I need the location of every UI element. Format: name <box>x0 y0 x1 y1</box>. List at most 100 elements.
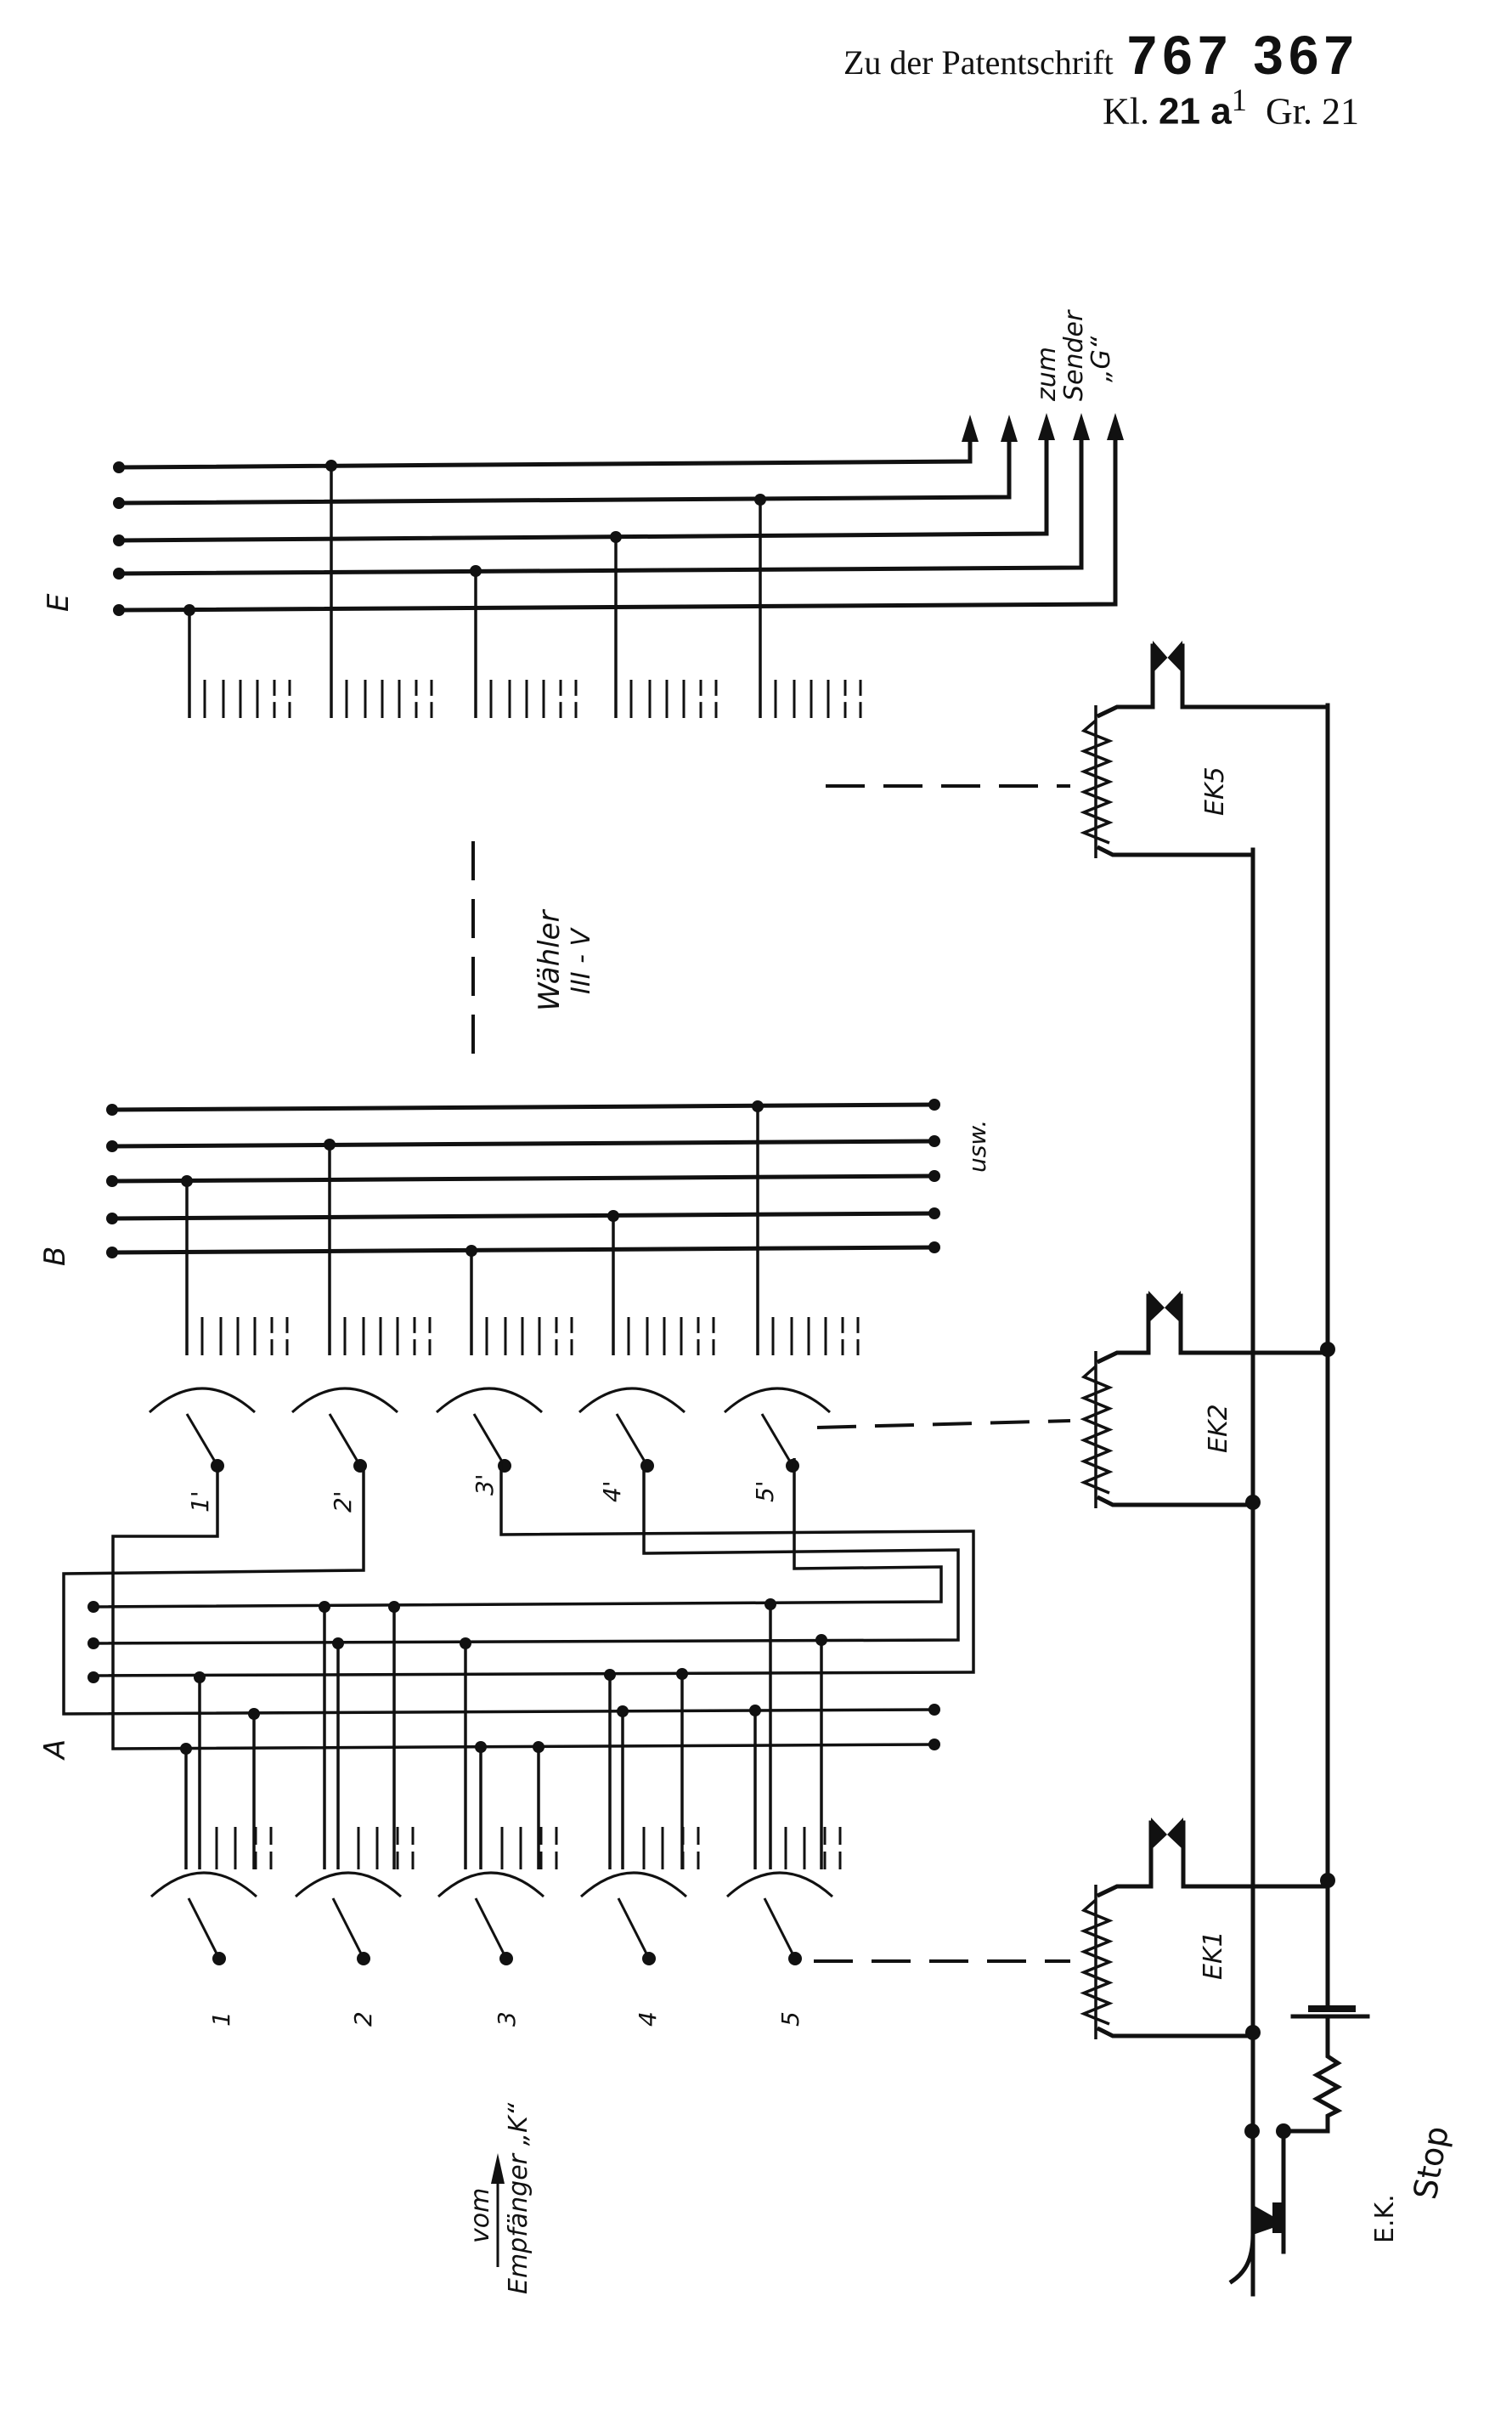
input-label-line1: vom <box>465 2188 495 2243</box>
junction-dot <box>1244 2123 1260 2139</box>
wire-4p-loop <box>91 1462 960 1645</box>
junction-dot <box>181 1175 193 1187</box>
arrow-up-icon <box>962 415 979 442</box>
output-label-line1: zum <box>1032 347 1062 402</box>
pivot-dot <box>212 1952 226 1965</box>
output-label-line2: Sender <box>1059 309 1089 401</box>
contact-bank-e <box>203 680 862 718</box>
selector-arm <box>760 1413 794 1467</box>
switch-label-3: 3 <box>493 2011 521 2027</box>
group-label: Gr. 21 <box>1266 90 1359 133</box>
junction-dot <box>607 1210 619 1222</box>
switch-label-4: 4 <box>634 2011 662 2027</box>
selector-gap: Wähler III - V <box>471 841 596 1071</box>
arrow-up-icon <box>1073 413 1090 440</box>
relay-wire <box>1180 643 1330 710</box>
junction-dot <box>754 494 766 506</box>
relay-coil-icon <box>1080 1365 1114 1495</box>
bus-e-line-3 <box>116 422 1049 543</box>
bus-b-line-2 <box>110 1139 937 1149</box>
terminal-dot <box>106 1175 118 1187</box>
bus-group-b: B usw. <box>38 1099 991 1355</box>
selector-arc <box>725 1871 834 1898</box>
selector-arm <box>615 1413 649 1467</box>
terminal-dot <box>106 1140 118 1152</box>
terminal-dot <box>928 1704 940 1716</box>
selector-arc <box>148 1387 257 1414</box>
relay-wire <box>1096 1495 1255 1507</box>
relay-wire <box>1096 2026 1255 2038</box>
contact-bank-a <box>215 1827 842 1869</box>
stop-label-line1: E.K. <box>1370 2194 1400 2243</box>
terminal-dot <box>106 1213 118 1224</box>
relay-wire <box>1096 1820 1154 1898</box>
bus-e-line-1 <box>116 422 973 470</box>
group-label-a: A <box>38 1739 72 1761</box>
junction-dot <box>1320 1342 1335 1357</box>
bus-b-line-5 <box>110 1245 937 1255</box>
selector-arm <box>617 1897 651 1959</box>
selector-arc <box>437 1871 545 1898</box>
pivot-dot <box>499 1952 513 1965</box>
resistor-icon <box>1281 2014 1343 2134</box>
junction-dot <box>248 1708 260 1720</box>
switch-label-4p: 4' <box>598 1480 626 1502</box>
pivot-dot <box>786 1459 799 1473</box>
relay-contact-icon <box>1167 641 1182 673</box>
stop-key-button-icon[interactable] <box>1272 2202 1284 2233</box>
junction-dot <box>749 1705 761 1716</box>
junction-dot <box>388 1601 400 1613</box>
terminal-dot <box>87 1671 99 1683</box>
terminal-dot <box>106 1247 118 1258</box>
terminal-dot <box>928 1135 940 1147</box>
relay-contact-icon <box>1151 1818 1167 1850</box>
junction-dot <box>764 1598 776 1610</box>
terminal-dot <box>113 534 125 546</box>
bus-b-terminals <box>106 1099 940 1258</box>
relay-contact-icon <box>1165 1291 1181 1323</box>
junction-dot <box>815 1634 827 1646</box>
switch-label-3p: 3' <box>471 1473 499 1496</box>
relay-column <box>814 641 1335 2297</box>
contact-bank-b <box>200 1317 860 1355</box>
selector-arc <box>435 1387 544 1414</box>
relay-wire <box>1181 1820 1330 1889</box>
selector-label-line1: Wähler <box>533 908 567 1011</box>
stop-key-contact-icon[interactable] <box>1253 2205 1272 2235</box>
switch-label-5p: 5' <box>751 1480 779 1502</box>
arrow-up-icon <box>1001 415 1018 442</box>
input-label: vom Empfänger „K“ <box>465 2102 533 2294</box>
bus-b-line-4 <box>110 1211 937 1221</box>
junction-dot <box>460 1637 471 1649</box>
selector-arm <box>763 1897 797 1959</box>
selector-arc <box>294 1871 403 1898</box>
output-label-line3: „G“ <box>1086 336 1116 382</box>
lower-selector-switches <box>150 1871 834 1965</box>
stop-label-line2: Stop <box>1407 2123 1456 2202</box>
stop-key-lever <box>1228 2232 1255 2285</box>
input-label-line2: Empfänger „K“ <box>504 2102 533 2294</box>
group-label-e: E <box>42 593 76 612</box>
junction-dot <box>324 1139 336 1151</box>
junction-dot <box>610 531 622 543</box>
junction-dot <box>1276 2123 1291 2139</box>
selector-arm <box>472 1413 506 1467</box>
selector-arm <box>328 1413 362 1467</box>
upper-switch-labels: 1' 2' 3' 4' 5' <box>186 1473 779 1512</box>
terminal-dot <box>928 1099 940 1111</box>
relay-label-ek5: EK5 <box>1200 766 1230 816</box>
terminal-dot <box>928 1739 940 1750</box>
relay-coil-icon <box>1080 1898 1114 2026</box>
junction-dot <box>1320 1873 1335 1888</box>
pivot-dot <box>357 1952 370 1965</box>
terminal-dot <box>113 568 125 580</box>
junction-dot <box>194 1671 206 1683</box>
selector-arm <box>331 1897 365 1959</box>
wire-2p-loop <box>62 1466 935 1716</box>
group-label-b: B <box>38 1247 72 1266</box>
junction-dot <box>617 1705 629 1717</box>
patent-number: 767 367 <box>1126 25 1359 86</box>
switch-label-2p: 2' <box>329 1490 357 1512</box>
